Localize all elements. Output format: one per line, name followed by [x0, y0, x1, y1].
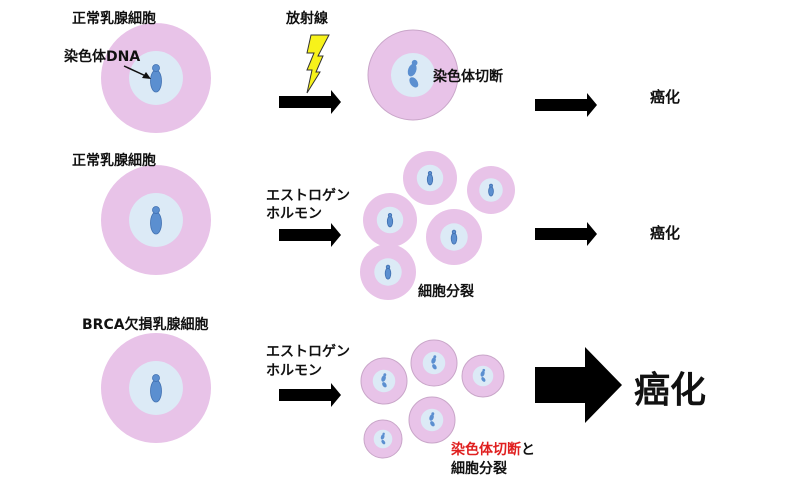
row3-brca-cell: [101, 333, 211, 443]
arrow-right-icon: [535, 93, 597, 117]
broken-chromosome-upper-icon: [431, 357, 436, 364]
row2-daughter-cell: [403, 151, 457, 205]
broken-chromosome-upper-icon: [429, 414, 434, 421]
broken-chromosome-upper-icon: [480, 370, 485, 377]
row1-intermediate-label: 染色体切断: [433, 69, 503, 85]
broken-chromosome-lower-icon: [381, 439, 386, 445]
row2-normal-cell: [101, 165, 211, 275]
broken-chromosome-upper-icon: [380, 434, 385, 440]
row2-daughter-cell: [360, 244, 416, 300]
chromosome-head-icon: [451, 229, 457, 235]
row1-normal-cell: [101, 23, 211, 133]
row3-result-label: 癌化: [634, 370, 707, 411]
row3-trigger-label-line1: エストロゲン: [266, 344, 350, 360]
broken-chromosome-lower-icon: [481, 377, 486, 382]
broken-chromosome-head-icon: [431, 412, 435, 416]
broken-chromosome-lower-icon: [432, 364, 437, 370]
chromosome-head-icon: [152, 374, 160, 382]
row3-cell-label: BRCA欠損乳腺細胞: [82, 317, 209, 333]
arrow-right-icon: [279, 223, 341, 247]
chromosome-head-icon: [152, 64, 160, 72]
chromosome-icon: [450, 232, 458, 245]
dna-pointer-arrowhead: [142, 72, 151, 79]
arrow-right-icon: [279, 90, 341, 114]
row2-daughter-cell: [467, 166, 515, 214]
row2-result-label: 癌化: [650, 224, 681, 242]
chromosome-icon: [384, 267, 392, 280]
row3-intermediate-suffix: と: [521, 442, 535, 458]
chromosome-head-icon: [427, 170, 433, 176]
chromosome-icon: [488, 186, 494, 197]
broken-chromosome-lower-icon: [430, 421, 435, 427]
chromosome-head-icon: [387, 212, 393, 218]
row3-daughter-cell: [461, 354, 505, 398]
row3-daughter-cell: [410, 339, 458, 387]
broken-chromosome-head-icon: [383, 373, 387, 377]
broken-chromosome-head-icon: [411, 59, 418, 66]
row2-daughter-cell: [363, 193, 417, 247]
row3-intermediate-highlight: 染色体切断: [451, 442, 521, 458]
row3-intermediate-label-line2: 細胞分裂: [451, 461, 507, 477]
lightning-bolt-icon: [306, 34, 330, 94]
chromosome-head-icon: [385, 264, 391, 270]
row1-result-label: 癌化: [650, 88, 681, 106]
broken-chromosome-head-icon: [382, 432, 385, 436]
row1-trigger-label: 放射線: [286, 11, 328, 27]
chromosome-icon: [150, 379, 162, 403]
row3-trigger-label-line2: ホルモン: [266, 363, 322, 379]
chromosome-icon: [426, 173, 434, 186]
chromosome-head-icon: [489, 183, 493, 188]
row3-daughter-cell: [408, 396, 456, 444]
row2-daughter-cell: [426, 209, 482, 265]
broken-chromosome-upper-icon: [381, 375, 386, 382]
chromosome-head-icon: [152, 206, 160, 214]
row2-intermediate-label: 細胞分裂: [418, 284, 474, 300]
arrow-right-icon: [279, 383, 341, 407]
chromosome-icon: [150, 211, 162, 235]
row2-cell-label: 正常乳腺細胞: [72, 153, 156, 169]
broken-chromosome-head-icon: [482, 368, 486, 372]
row2-trigger-label-line2: ホルモン: [266, 206, 322, 222]
row1-cell-label: 正常乳腺細胞: [72, 11, 156, 27]
broken-chromosome-lower-icon: [409, 77, 419, 88]
row3-intermediate-label-line1: 染色体切断と: [451, 441, 535, 459]
row3-daughter-cell: [360, 357, 408, 405]
row3-daughter-cell: [363, 419, 403, 459]
row1-irradiated-cell: [367, 29, 459, 121]
chromosome-icon: [150, 69, 162, 93]
row2-trigger-label-line1: エストロゲン: [266, 188, 350, 204]
arrow-right-icon: [535, 222, 597, 246]
broken-chromosome-head-icon: [433, 355, 437, 359]
broken-chromosome-upper-icon: [407, 63, 417, 77]
broken-chromosome-lower-icon: [382, 382, 387, 388]
large-arrow-right-icon: [535, 347, 622, 423]
chromosome-icon: [386, 215, 394, 228]
row1-dna-label: 染色体DNA: [64, 49, 141, 65]
